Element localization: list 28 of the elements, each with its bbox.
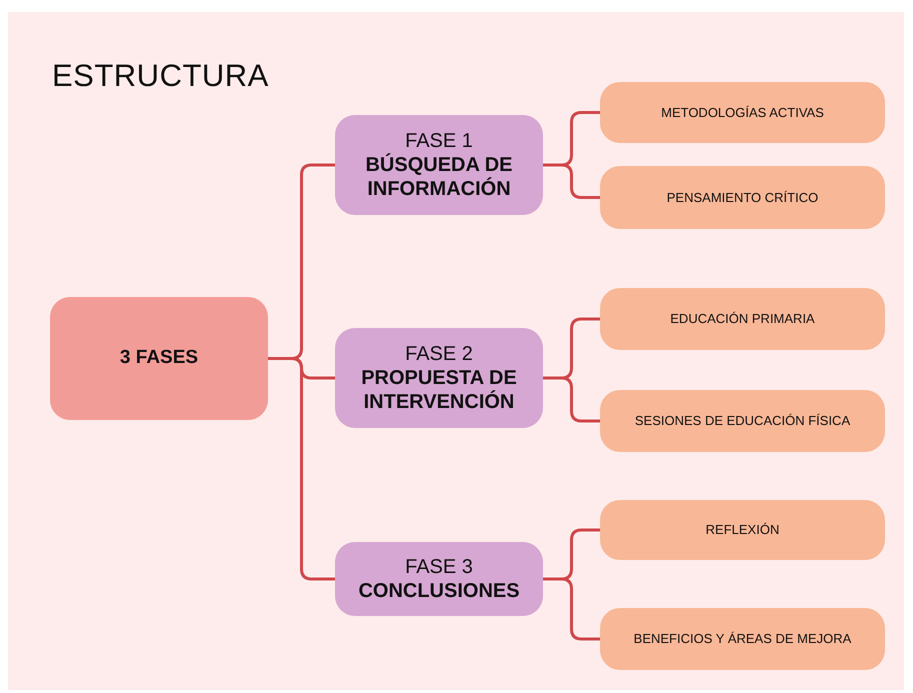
node-text: BÚSQUEDA DE INFORMACIÓN	[364, 153, 514, 201]
phase-box	[335, 115, 543, 215]
connector-line	[543, 578, 600, 640]
node-text: PROPUESTA DE INTERVENCIÓN	[360, 366, 518, 414]
node-text: PENSAMIENTO CRÍTICO	[666, 190, 818, 206]
subtopic-box	[600, 608, 885, 670]
node-text: METODOLOGÍAS ACTIVAS	[661, 104, 824, 120]
node-text: FASE 1	[405, 129, 473, 153]
node-text: EDUCACIÓN PRIMARIA	[670, 311, 815, 327]
connector-line	[543, 376, 600, 422]
node-text: CONCLUSIONES	[358, 579, 520, 603]
root-topic-box	[50, 297, 268, 420]
phase-box	[335, 542, 543, 616]
node-text: BENEFICIOS Y ÁREAS DE MEJORA	[634, 631, 852, 647]
node-text: FASE 3	[405, 555, 473, 579]
diagram-title: ESTRUCTURA	[52, 58, 269, 94]
connector-line	[543, 164, 600, 199]
node-text: 3 FASES	[120, 347, 198, 370]
subtopic-box	[600, 82, 885, 143]
subtopic-box	[600, 500, 885, 560]
subtopic-box	[600, 288, 885, 350]
node-text: SESIONES DE EDUCACIÓN FÍSICA	[634, 413, 850, 429]
phase-box	[335, 328, 543, 428]
subtopic-box	[600, 390, 885, 452]
node-text: FASE 2	[405, 342, 473, 366]
subtopic-box	[600, 166, 885, 229]
connector-line	[268, 357, 335, 580]
node-text: REFLEXIÓN	[706, 522, 780, 538]
